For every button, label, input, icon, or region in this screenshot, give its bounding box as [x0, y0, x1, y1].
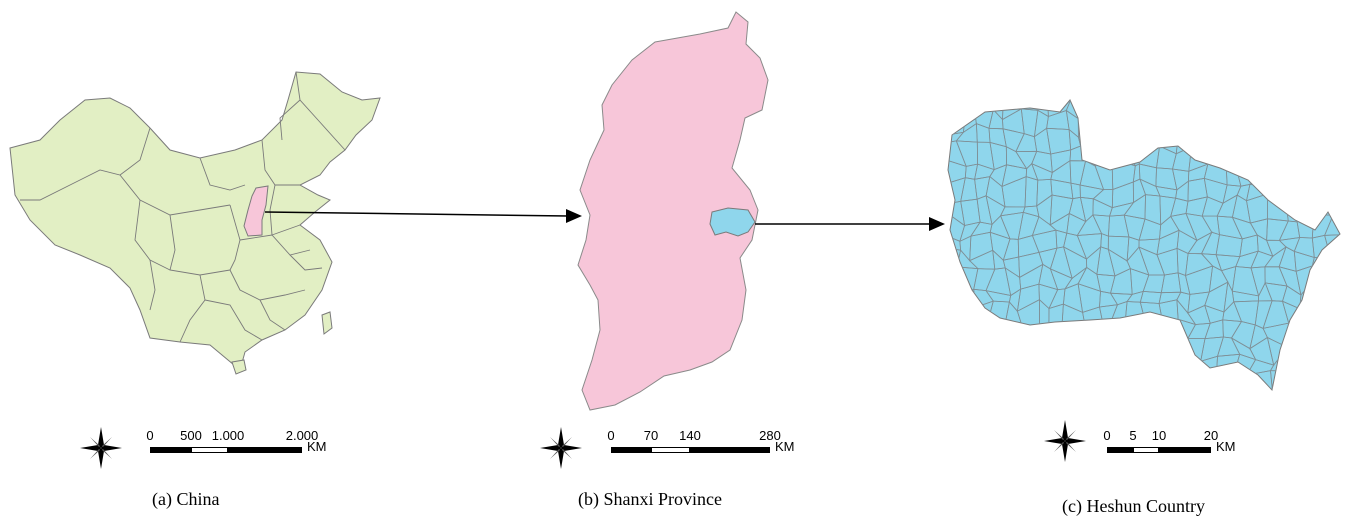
north-arrow-icon — [80, 427, 122, 469]
province-borders — [20, 71, 346, 343]
china-outline — [9, 71, 381, 371]
scale-tick: 2.000 — [285, 428, 319, 443]
scale-unit: KM — [775, 439, 795, 454]
arrow-shanxi-to-heshun — [755, 217, 945, 231]
heshun-map — [947, 99, 1341, 392]
hainan-island — [231, 359, 247, 375]
voronoi-cell — [1323, 214, 1340, 236]
scale-unit: KM — [1216, 439, 1236, 454]
caption-shanxi: (b) Shanxi Province — [578, 489, 722, 509]
scale-tick: 0 — [1103, 428, 1111, 443]
caption-china: (a) China — [152, 489, 220, 509]
scale-tick: 0 — [607, 428, 615, 443]
scale-tick: 140 — [679, 428, 701, 443]
caption-heshun: (c) Heshun Country — [1062, 496, 1205, 516]
scale-tick: 500 — [180, 428, 202, 443]
shanxi-outline — [577, 11, 769, 411]
scale-unit: KM — [307, 439, 327, 454]
shanxi-highlight — [243, 185, 269, 237]
shanxi-map — [577, 11, 769, 411]
heshun-outline — [947, 99, 1341, 392]
north-arrow-icon — [1044, 420, 1086, 462]
arrow-china-to-shanxi — [264, 209, 582, 223]
china-map — [9, 71, 381, 375]
scale-tick: 1.000 — [211, 428, 245, 443]
north-arrow-icon — [540, 427, 582, 469]
scale-tick: 20 — [1203, 428, 1219, 443]
taiwan-island — [321, 311, 333, 335]
scale-tick: 5 — [1129, 428, 1137, 443]
heshun-highlight — [709, 207, 756, 237]
scale-tick: 10 — [1151, 428, 1167, 443]
scale-tick: 70 — [643, 428, 659, 443]
scale-tick: 280 — [759, 428, 781, 443]
scale-tick: 0 — [146, 428, 154, 443]
